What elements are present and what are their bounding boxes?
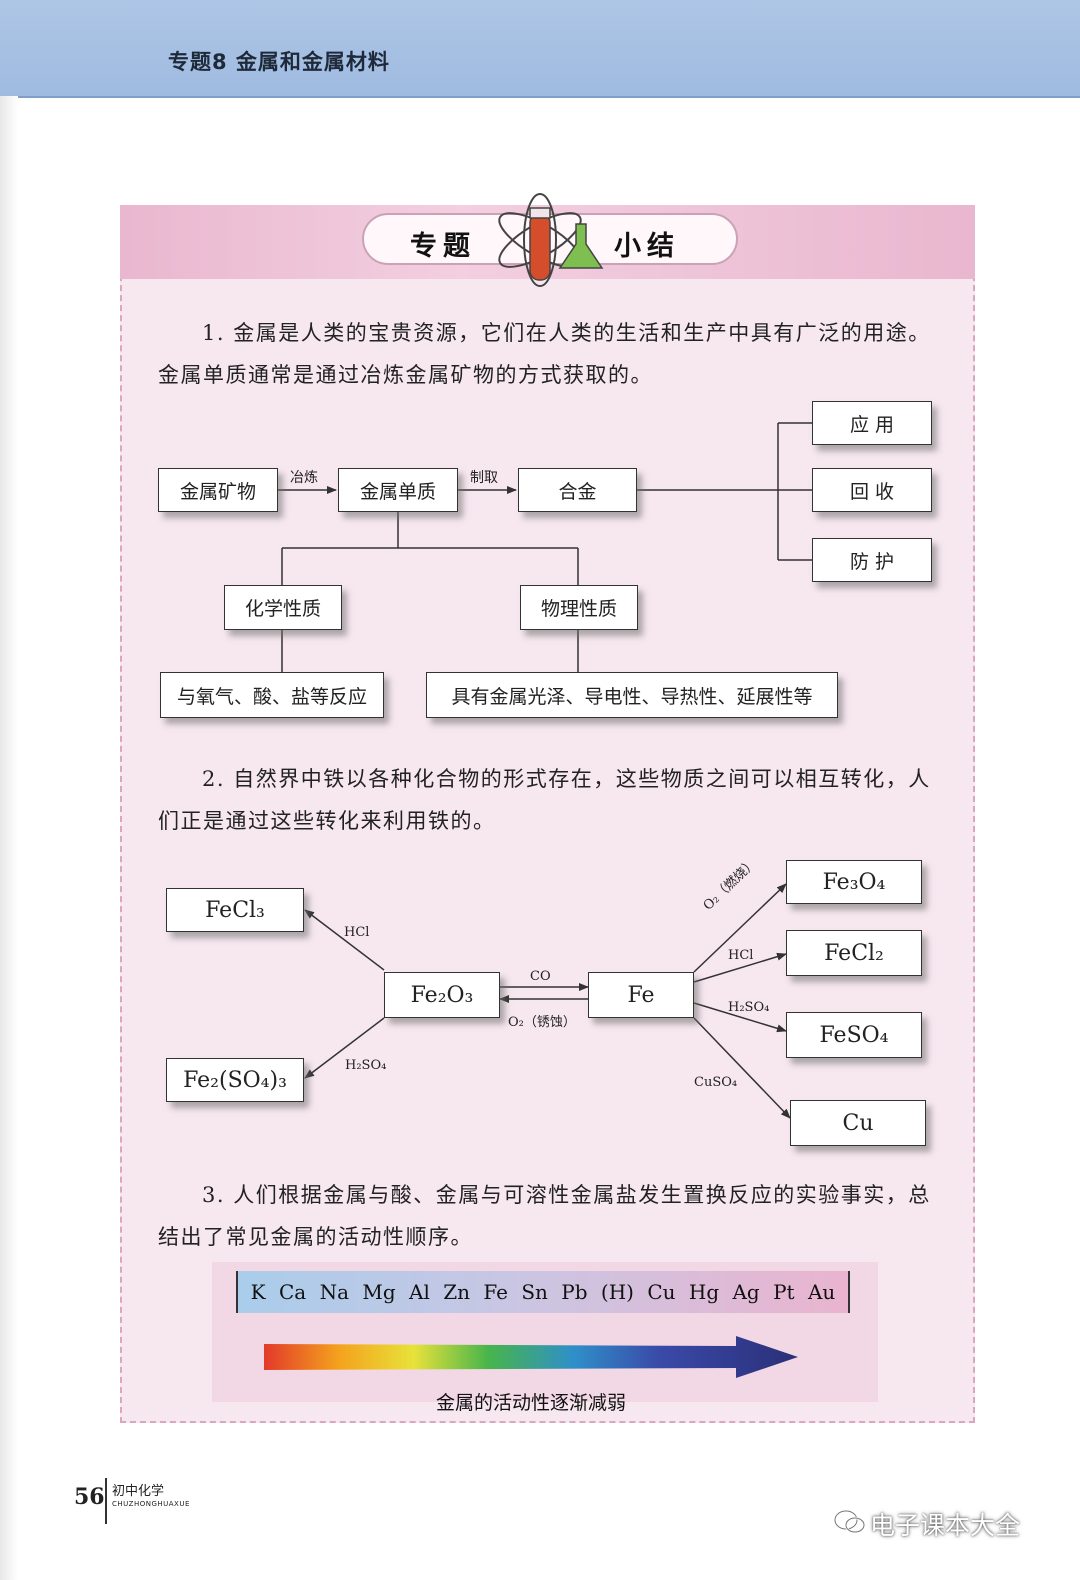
fe2o3-box: Fe₂O₃ xyxy=(384,972,500,1018)
metal-symbol: Hg xyxy=(688,1280,720,1304)
fe-box: Fe xyxy=(588,972,694,1018)
page-edge xyxy=(0,96,18,1580)
metal-symbol: Pb xyxy=(561,1280,588,1304)
metal-symbol: Al xyxy=(409,1280,430,1304)
metal-element-box: 金属单质 xyxy=(338,468,458,512)
metal-symbol: Fe xyxy=(483,1280,508,1304)
page-number: 56 xyxy=(74,1484,105,1510)
metal-symbol: Zn xyxy=(443,1280,470,1304)
metal-symbol: Ca xyxy=(278,1280,307,1304)
header-band xyxy=(0,0,1080,98)
feso4-box: FeSO₄ xyxy=(786,1012,922,1058)
wechat-icon xyxy=(833,1509,866,1534)
fe2so43-box: Fe₂(SO₄)₃ xyxy=(166,1058,304,1102)
activity-series-bar: K Ca Na Mg Al Zn Fe Sn Pb (H) Cu Hg Ag P… xyxy=(236,1271,850,1313)
book-pinyin: CHUZHONGHUAXUE xyxy=(112,1500,190,1508)
alloy-box: 合金 xyxy=(518,468,637,512)
diagram1-connectors xyxy=(278,422,812,672)
metal-symbol: Ag xyxy=(732,1280,760,1304)
chemical-property-box: 化学性质 xyxy=(224,585,342,630)
application-box: 应 用 xyxy=(812,401,932,445)
metal-symbol: Sn xyxy=(521,1280,548,1304)
section-1-text: 1. 金属是人类的宝贵资源，它们在人类的生活和生产中具有广泛的用途。金属单质通常… xyxy=(158,321,931,387)
metal-symbol: Mg xyxy=(362,1280,396,1304)
gradient-arrow-icon xyxy=(264,1336,798,1378)
book-name: 初中化学 xyxy=(112,1484,165,1499)
fecl3-box: FeCl₃ xyxy=(166,888,304,932)
banner-left-word: 专题 xyxy=(410,231,476,262)
metal-symbol: Cu xyxy=(647,1280,676,1304)
metal-ore-box: 金属矿物 xyxy=(158,468,278,512)
o2-rust-label: O₂（锈蚀） xyxy=(508,1015,576,1030)
hcl-label-right: HCl xyxy=(728,948,754,963)
fe3o4-box: Fe₃O₄ xyxy=(786,860,922,904)
metal-symbol: Pt xyxy=(773,1280,795,1304)
section-2-text: 2. 自然界中铁以各种化合物的形式存在，这些物质之间可以相互转化，人们正是通过这… xyxy=(158,767,931,833)
chemical-description-box: 与氧气、酸、盐等反应 xyxy=(160,672,384,718)
page-divider xyxy=(105,1478,107,1524)
metal-symbol: K xyxy=(250,1280,266,1304)
diagram2-connectors xyxy=(304,883,791,1119)
fecl2-box: FeCl₂ xyxy=(786,930,922,976)
activity-series-caption: 金属的活动性逐渐减弱 xyxy=(436,1392,627,1414)
h2so4-label-left: H₂SO₄ xyxy=(345,1058,387,1073)
smelt-label: 冶炼 xyxy=(290,470,318,486)
co-label: CO xyxy=(530,969,551,984)
atom-tube-icon xyxy=(498,193,604,287)
chapter-title: 专题8 金属和金属材料 xyxy=(168,50,390,74)
h2so4-label-right: H₂SO₄ xyxy=(728,1000,770,1015)
make-label: 制取 xyxy=(470,470,498,486)
metal-symbol: Au xyxy=(807,1280,836,1304)
metal-symbol: Na xyxy=(319,1280,350,1304)
watermark-text: 电子课本大全 xyxy=(870,1511,1021,1540)
physical-description-box: 具有金属光泽、导电性、导热性、延展性等 xyxy=(426,672,838,718)
section-3-text: 3. 人们根据金属与酸、金属与可溶性金属盐发生置换反应的实验事实，总结出了常见金… xyxy=(158,1183,931,1249)
banner-right-word: 小结 xyxy=(614,231,680,262)
recycle-box: 回 收 xyxy=(812,468,932,512)
cuso4-label: CuSO₄ xyxy=(694,1075,738,1090)
physical-property-box: 物理性质 xyxy=(520,585,638,630)
protection-box: 防 护 xyxy=(812,538,932,582)
cu-box: Cu xyxy=(790,1100,926,1146)
hcl-label-left: HCl xyxy=(344,925,370,940)
metal-symbol: (H) xyxy=(600,1280,634,1304)
